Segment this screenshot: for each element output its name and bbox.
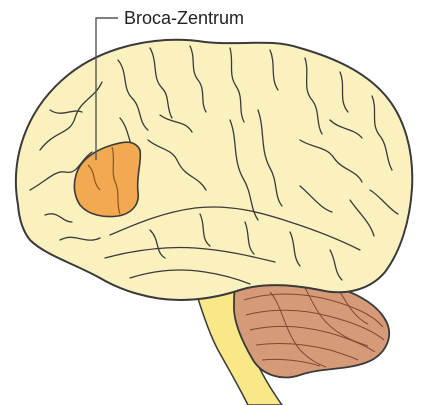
cerebellum [234, 279, 389, 377]
cerebrum [16, 40, 412, 300]
broca-label: Broca-Zentrum [124, 8, 244, 28]
